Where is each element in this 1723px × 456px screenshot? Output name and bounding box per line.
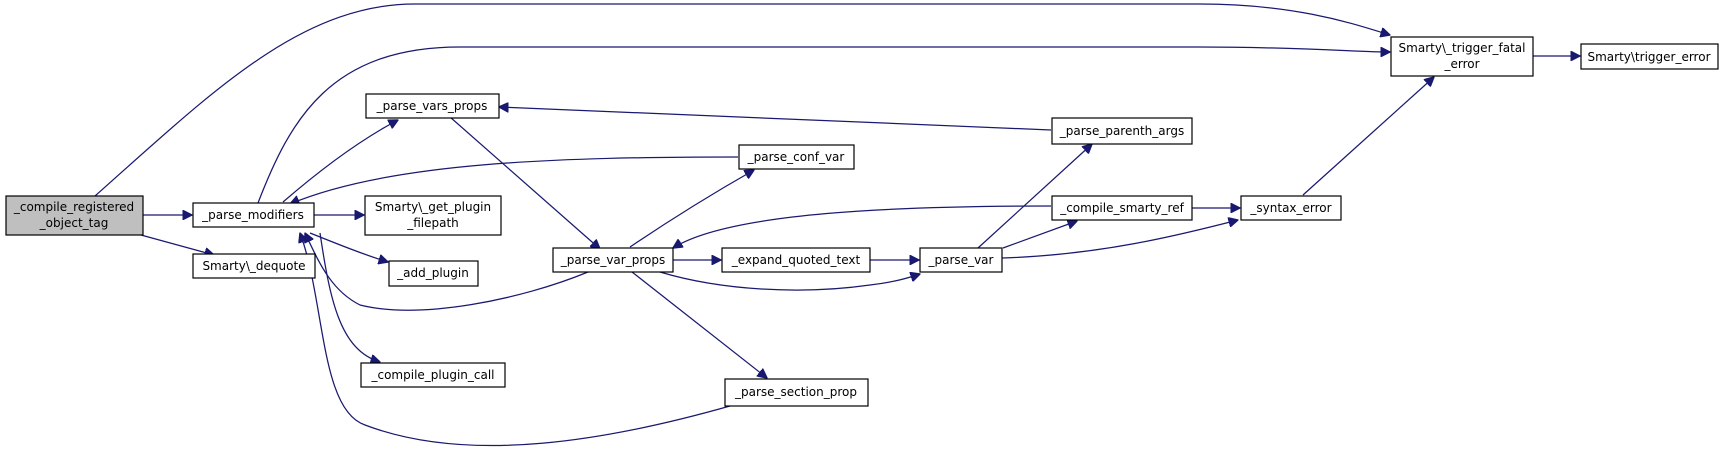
node-label-line: Smarty\_get_plugin [375, 200, 491, 214]
node-syntax-error[interactable]: _syntax_error [1240, 195, 1342, 221]
node-label-line: _parse_conf_var [747, 150, 845, 164]
node-label-line: _parse_var [928, 253, 994, 267]
node-label-line: _error [1443, 57, 1479, 71]
edge-parse-var-props-to-parse-section-prop [631, 271, 767, 378]
node-label-line: _syntax_error [1249, 201, 1331, 215]
node-parse-vars-props[interactable]: _parse_vars_props [365, 93, 500, 119]
node-label-line: _parse_section_prop [734, 385, 857, 399]
edge-parse-modifiers-to-compile-plugin-call [319, 232, 380, 362]
node-label-line: _parse_modifiers [201, 208, 304, 222]
node-trigger-error[interactable]: Smarty\trigger_error [1580, 43, 1719, 70]
edge-parse-var-to-compile-smarty-ref [1002, 221, 1077, 249]
node-parse-conf-var[interactable]: _parse_conf_var [738, 144, 855, 170]
node-label-line: Smarty\_dequote [202, 259, 305, 273]
edge-parse-conf-var-to-parse-modifiers [290, 156, 739, 204]
edge-syntax-error-to-trigger-fatal-error [1302, 77, 1434, 196]
edge-parse-modifiers-to-parse-vars-props [282, 120, 398, 203]
node-parse-section-prop[interactable]: _parse_section_prop [724, 378, 869, 407]
edge-parse-modifiers-to-trigger-fatal-error [257, 46, 1390, 204]
edge-parse-var-to-syntax-error [1001, 220, 1238, 259]
edge-compile-registered-object-tag-to-trigger-fatal-error [94, 3, 1390, 197]
node-compile-plugin-call[interactable]: _compile_plugin_call [360, 362, 506, 388]
edge-parse-section-prop-to-parse-modifiers [300, 233, 731, 447]
node-add-plugin[interactable]: _add_plugin [388, 260, 479, 287]
node-dequote[interactable]: Smarty\_dequote [192, 253, 316, 279]
node-parse-modifiers[interactable]: _parse_modifiers [192, 202, 315, 228]
node-label-line: _parse_vars_props [376, 99, 488, 113]
edge-compile-registered-object-tag-to-dequote [140, 234, 214, 255]
node-label-line: _add_plugin [396, 266, 469, 280]
edge-parse-var-props-to-parse-conf-var [629, 170, 754, 248]
edge-parse-var-props-to-parse-modifiers [305, 233, 589, 311]
node-get-plugin-filepath[interactable]: Smarty\_get_plugin _filepath [364, 195, 502, 236]
edge-parse-modifiers-to-add-plugin [309, 232, 388, 262]
node-label-line: _parse_var_props [560, 253, 665, 267]
node-parse-var[interactable]: _parse_var [919, 247, 1003, 273]
node-label-line: Smarty\_trigger_fatal [1399, 41, 1526, 55]
node-parse-var-props[interactable]: _parse_var_props [552, 247, 674, 273]
node-label-line: _compile_smarty_ref [1059, 201, 1184, 215]
node-compile-registered-object-tag[interactable]: _compile_registered _object_tag [5, 195, 144, 236]
edge-parse-parenth-args-to-parse-vars-props [499, 107, 1052, 131]
edge-parse-var-props-to-parse-var [659, 271, 920, 291]
node-label-line: _expand_quoted_text [731, 253, 861, 267]
node-expand-quoted-text[interactable]: _expand_quoted_text [721, 247, 871, 273]
node-label-line: _filepath [406, 216, 459, 230]
node-label-line: _object_tag [39, 216, 109, 230]
node-parse-parenth-args[interactable]: _parse_parenth_args [1051, 117, 1193, 145]
node-trigger-fatal-error[interactable]: Smarty\_trigger_fatal _error [1390, 36, 1534, 77]
node-label-line: _compile_registered [13, 200, 134, 214]
node-label-line: _parse_parenth_args [1059, 124, 1184, 138]
node-label-line: Smarty\trigger_error [1587, 50, 1710, 64]
node-compile-smarty-ref[interactable]: _compile_smarty_ref [1051, 195, 1193, 221]
node-label-line: _compile_plugin_call [370, 368, 494, 382]
edge-parse-vars-props-to-parse-var-props [449, 116, 600, 249]
edge-parse-var-to-parse-parenth-args [977, 144, 1092, 249]
edge-compile-smarty-ref-to-parse-var-props [673, 205, 1052, 248]
